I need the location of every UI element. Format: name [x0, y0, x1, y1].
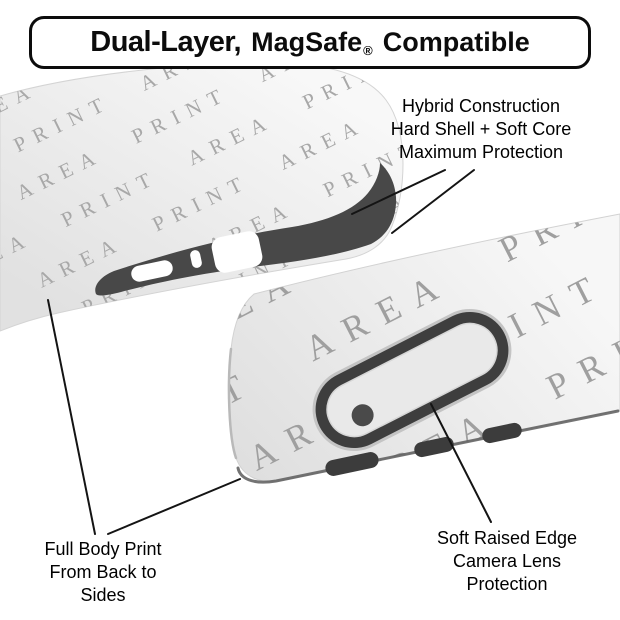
callout-fullbody-line2: From Back to [49, 562, 157, 582]
leader-line-camera [430, 403, 492, 523]
camera-cutout-small-hole [190, 250, 202, 268]
phone-case-top-view: PRINT AREA PRINT AREA PRINT AREA PRINT P… [0, 62, 404, 332]
banner-dual-layer-label: Dual-Layer, [90, 26, 242, 58]
callout-hybrid-line3: Maximum Protection [398, 142, 564, 162]
callout-hybrid-construction: Hybrid Construction Hard Shell + Soft Co… [391, 95, 572, 164]
callout-camera-line3: Protection [466, 574, 548, 594]
side-button [414, 436, 454, 458]
camera-cutouts [131, 231, 263, 282]
leader-line-fullbody-right [107, 478, 241, 535]
leader-line-fullbody-left [47, 299, 96, 535]
callout-fullbody-line1: Full Body Print [44, 539, 162, 559]
side-buttons [325, 422, 522, 476]
callout-camera-line2: Camera Lens [452, 551, 562, 571]
callout-fullbody-line3: Sides [80, 585, 126, 605]
inner-hard-shell [95, 163, 397, 296]
title-banner: Dual-Layer, MagSafe ® Compatible [29, 16, 591, 69]
callout-hybrid-line2: Hard Shell + Soft Core [390, 119, 572, 139]
case-left-edge-shading [227, 347, 238, 460]
callout-full-body-print: Full Body Print From Back to Sides [44, 538, 161, 607]
flash-hole [351, 404, 374, 427]
power-button [482, 422, 522, 444]
banner-compatible-label: Compatible [382, 27, 530, 57]
banner-magsafe-label: MagSafe [251, 27, 363, 57]
camera-cutout-pill-hole [131, 260, 173, 282]
callout-lines [47, 169, 492, 535]
camera-lens-opening [312, 308, 512, 452]
volume-button [325, 452, 379, 476]
leader-line-hybrid-1 [351, 169, 446, 215]
callout-hybrid-line1: Hybrid Construction [401, 96, 561, 116]
camera-cutout-square-hole [211, 231, 263, 273]
registered-trademark-symbol: ® [363, 43, 373, 58]
leader-line-hybrid-2 [391, 169, 475, 234]
callout-camera-line1: Soft Raised Edge [436, 528, 578, 548]
callout-camera-protection: Soft Raised Edge Camera Lens Protection [437, 527, 577, 596]
